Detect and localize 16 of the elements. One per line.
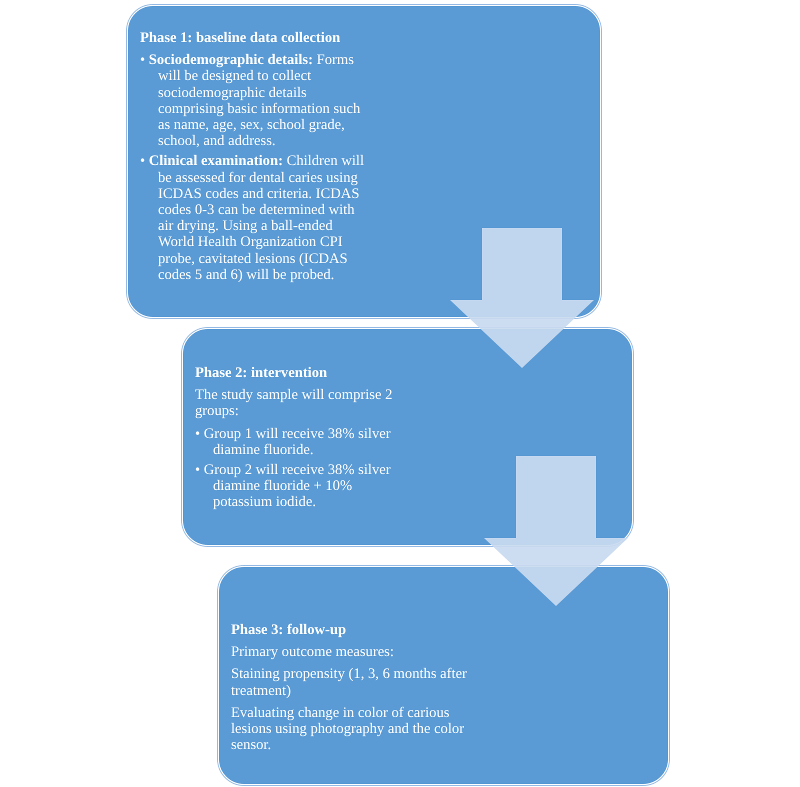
phase-heading: Phase 3: follow-up — [231, 622, 348, 638]
bullet-item: • Group 2 will receive 38% silver diamine fluoride + 10% potassium iodide. — [195, 462, 392, 511]
phase-text: Evaluating change in color of carious lesions using photography and the color sensor. — [231, 704, 466, 754]
block-arrow — [484, 456, 628, 606]
bullet-item: • Sociodemographic details: Forms will be designed to collect sociodemographic details comprising basic information such as name, age, sex, school grade, school, and address. — [140, 52, 362, 150]
phase-text: The study sample will comprise 2 groups: — [195, 387, 394, 420]
bullet-item: • Group 1 will receive 38% silver diamine fluoride. — [195, 426, 392, 458]
phase-text: Staining propensity (1, 3, 6 months after treatment) — [231, 666, 468, 699]
phase-box — [182, 328, 633, 546]
bullet-item: • Clinical examination: Children will be assessed for dental caries using ICDAS codes and criteria. ICDAS codes 0-3 can be determined with air drying. Using a ball-ended World Health Organization CPI probe, cavitated lesions (ICDAS codes 5 and 6) will be probed. — [140, 153, 366, 284]
phase-box — [218, 566, 669, 785]
phase-heading: Phase 1: baseline data collection — [140, 30, 342, 46]
block-arrow — [450, 228, 594, 368]
phase-box — [127, 5, 601, 318]
phase-text: Primary outcome measures: — [231, 644, 395, 660]
phase-heading: Phase 2: intervention — [195, 365, 328, 382]
